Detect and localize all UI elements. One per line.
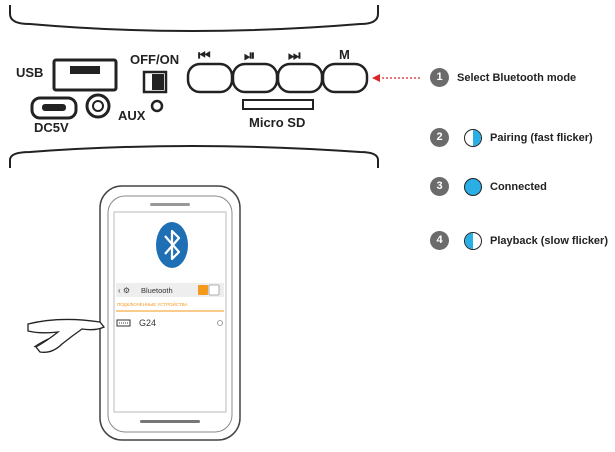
led-indicator (150, 99, 164, 113)
next-icon: ⏭ (288, 47, 301, 63)
bluetooth-toggle (198, 285, 208, 295)
connected-devices-label: ПОДКЛЮЧЕННЫЕ УСТРОЙСТВА (117, 302, 188, 307)
dc-port-inner (42, 104, 66, 111)
hand-finger-line (33, 338, 49, 348)
bluetooth-screen-title: Bluetooth (141, 286, 173, 295)
phone-home-bar (140, 420, 200, 423)
bluetooth-icon (164, 229, 181, 261)
prev-icon: ⏮ (198, 47, 211, 63)
aux-port-outer (85, 93, 111, 119)
aux-port-inner (92, 100, 104, 112)
phone-inner-rim (107, 195, 233, 433)
back-settings-icon[interactable]: ‹ ⚙ (118, 286, 131, 295)
indicator-half-right-icon (464, 129, 482, 147)
power-switch-knob (152, 74, 164, 90)
step-1-number: 1 (430, 68, 449, 87)
step-3-number: 3 (430, 177, 449, 196)
indicator-half-left-icon (464, 232, 482, 250)
dc-port (30, 96, 78, 120)
aux-label: AUX (118, 108, 146, 123)
device-settings-icon (217, 320, 223, 326)
step-4-number: 4 (430, 231, 449, 250)
usb-label: USB (16, 65, 44, 80)
mode-button (321, 62, 369, 94)
step-4-text: Playback (slow flicker) (490, 235, 608, 247)
mode-label: M (339, 47, 350, 62)
bottom-body-curve (9, 145, 379, 168)
step-2-text: Pairing (fast flicker) (490, 132, 593, 144)
next-button (276, 62, 324, 94)
step-3-text: Connected (490, 181, 547, 193)
dc-label: DC5V (34, 120, 69, 135)
speaker-device-icon (116, 319, 131, 327)
sd-slot (242, 99, 314, 110)
usb-port-tongue (70, 66, 100, 74)
step-2-number: 2 (430, 128, 449, 147)
step-1-text: Select Bluetooth mode (457, 72, 577, 84)
power-switch (142, 70, 168, 94)
play-pause-icon: ⏯ (244, 47, 255, 63)
pointing-hand (27, 318, 106, 353)
phone-speaker (150, 203, 190, 206)
prev-button (186, 62, 234, 94)
power-label: OFF/ON (130, 52, 180, 67)
usb-port (52, 58, 118, 92)
play-button (231, 62, 279, 94)
device-list-item[interactable]: G24 (139, 318, 157, 328)
bluetooth-toggle-track (208, 284, 220, 296)
sd-label: Micro SD (249, 115, 306, 130)
bluetooth-header-bar (116, 283, 224, 297)
indicator-full-icon (464, 178, 482, 196)
top-body-curve (9, 5, 379, 32)
mode-arrow-head (372, 74, 380, 82)
